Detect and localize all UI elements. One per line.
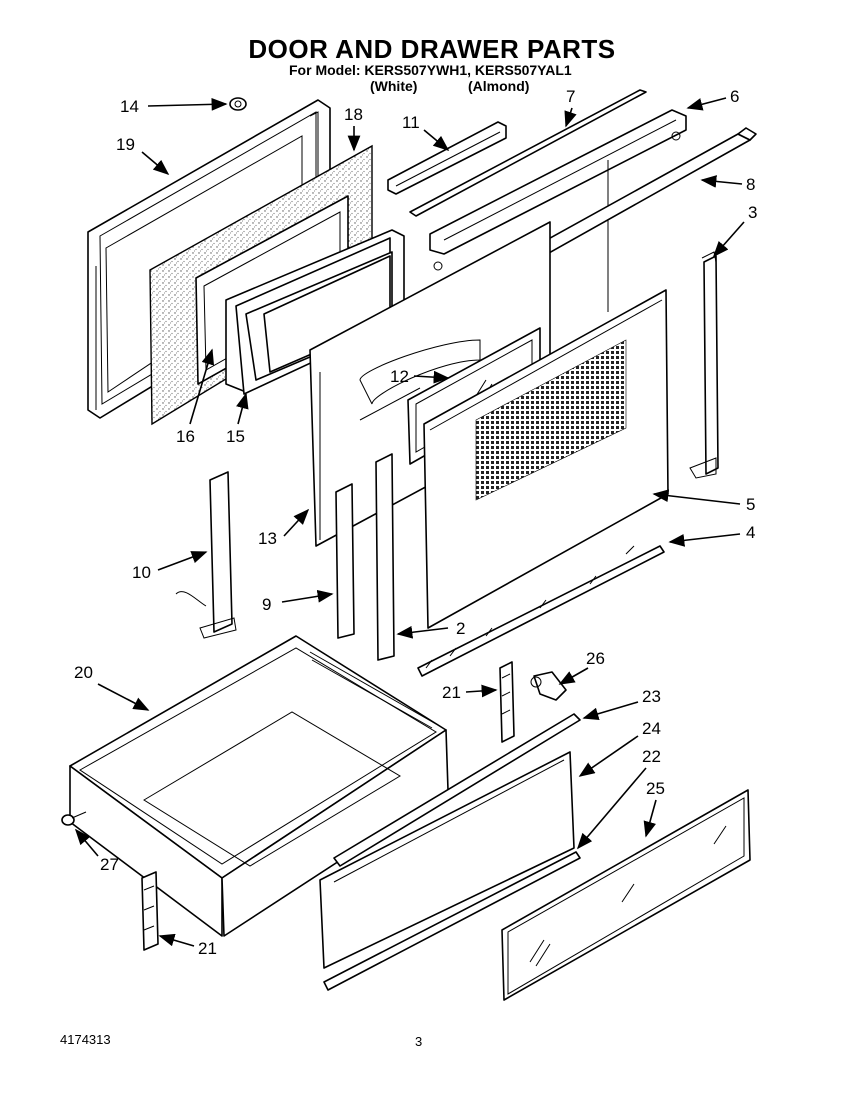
svg-text:22: 22	[642, 747, 661, 766]
callout-9: 9	[262, 589, 334, 614]
part-7-strip	[409, 89, 647, 217]
part-5-outer-glass-panel	[423, 289, 669, 629]
model-line: For Model: KERS507YWH1, KERS507YAL1	[289, 62, 572, 78]
part-23-handle-rail	[333, 713, 581, 867]
callout-5: 5	[652, 489, 755, 514]
svg-text:4: 4	[746, 523, 755, 542]
svg-text:21: 21	[198, 939, 217, 958]
page-title: DOOR AND DRAWER PARTS	[248, 34, 616, 64]
svg-text:3: 3	[748, 203, 757, 222]
svg-text:12: 12	[390, 367, 409, 386]
svg-text:19: 19	[116, 135, 135, 154]
callout-2: 2	[396, 619, 465, 639]
callout-12: 12	[390, 367, 450, 386]
callout-8: 8	[700, 175, 755, 194]
callout-10: 10	[132, 551, 208, 582]
part-14-bumper	[229, 97, 247, 111]
svg-text:5: 5	[746, 495, 755, 514]
part-9-trim-strip	[335, 483, 355, 639]
svg-text:25: 25	[646, 779, 665, 798]
svg-text:27: 27	[100, 855, 119, 874]
callout-19: 19	[116, 135, 170, 176]
part-2-trim-strip	[375, 453, 395, 661]
svg-text:23: 23	[642, 687, 661, 706]
svg-text:2: 2	[456, 619, 465, 638]
page-number: 3	[415, 1034, 423, 1049]
part-11-bracket	[387, 121, 507, 195]
svg-text:24: 24	[642, 719, 661, 738]
svg-text:21: 21	[442, 683, 461, 702]
svg-text:11: 11	[402, 113, 420, 132]
callout-3: 3	[712, 203, 757, 258]
svg-text:20: 20	[74, 663, 93, 682]
svg-text:8: 8	[746, 175, 755, 194]
svg-text:7: 7	[566, 87, 575, 106]
variant-white: (White)	[370, 78, 418, 94]
callout-14: 14	[120, 97, 228, 116]
svg-text:14: 14	[120, 97, 139, 116]
callout-7: 7	[564, 87, 577, 128]
callout-21-lower: 21	[158, 933, 217, 958]
callout-20: 20	[74, 663, 150, 711]
callout-15: 15	[226, 392, 249, 446]
callout-25: 25	[643, 779, 665, 838]
callout-6: 6	[686, 87, 739, 111]
callout-23: 23	[582, 687, 661, 721]
part-27-screw	[61, 811, 87, 826]
svg-text:26: 26	[586, 649, 605, 668]
part-3-side-trim	[689, 251, 719, 479]
svg-text:10: 10	[132, 563, 151, 582]
callout-26: 26	[558, 649, 605, 685]
part-25-drawer-glass	[501, 789, 751, 1001]
part-6-vent-trim	[429, 109, 687, 312]
part-20-drawer-body	[69, 635, 449, 937]
svg-text:15: 15	[226, 427, 245, 446]
part-26-handle-bolt	[530, 671, 567, 701]
variant-almond: (Almond)	[468, 78, 530, 94]
svg-text:6: 6	[730, 87, 739, 106]
part-24-drawer-front	[319, 751, 581, 991]
callout-18: 18	[344, 105, 363, 152]
part-10-hinge-bracket	[175, 471, 237, 639]
part-4-bottom-trim	[417, 545, 665, 677]
callout-21-upper: 21	[442, 683, 498, 702]
callout-27: 27	[74, 828, 119, 874]
part-21-drawer-bracket-right	[499, 661, 515, 743]
svg-text:9: 9	[262, 595, 271, 614]
callout-24: 24	[578, 719, 661, 777]
part-13-inner-door	[309, 221, 551, 547]
svg-text:16: 16	[176, 427, 195, 446]
callout-16: 16	[176, 348, 215, 446]
svg-text:13: 13	[258, 529, 277, 548]
svg-text:18: 18	[344, 105, 363, 124]
document-number: 4174313	[60, 1032, 111, 1047]
callout-4: 4	[668, 523, 755, 547]
callout-22: 22	[576, 747, 661, 850]
part-21-drawer-bracket-lower	[141, 871, 159, 951]
callout-13: 13	[258, 508, 310, 548]
callout-11: 11	[402, 113, 450, 152]
